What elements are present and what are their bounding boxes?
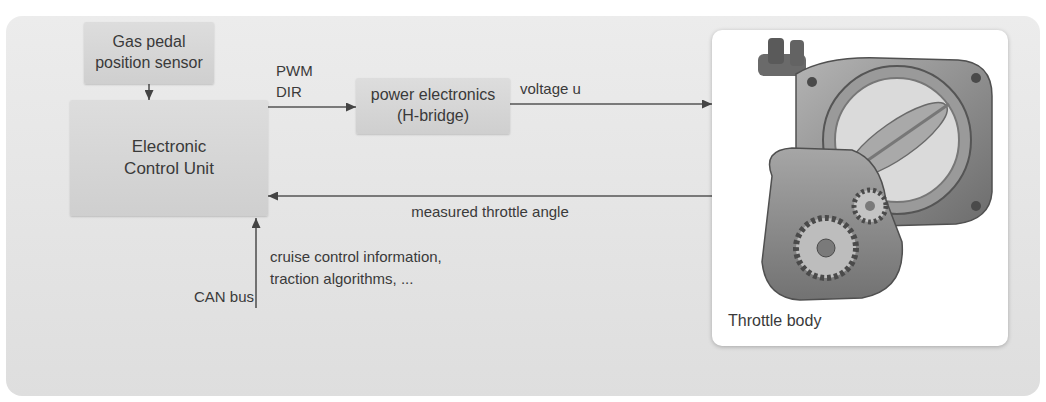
node-text: power electronics (H-bridge) <box>363 85 503 127</box>
throttle-body-panel: Throttle body <box>712 30 1008 346</box>
bus-label: CAN bus <box>194 286 254 308</box>
control-unit-box: Electronic Control Unit <box>70 100 268 216</box>
throttle-body-photo <box>758 38 992 300</box>
signal-label: PWM DIR <box>276 60 313 104</box>
signal-arrow <box>268 106 356 108</box>
bus-arrow <box>255 218 257 308</box>
panel <box>6 16 1040 396</box>
power-electronics-box: power electronics (H-bridge) <box>356 78 510 134</box>
node-text: Throttle body <box>728 311 821 332</box>
node-text: Electronic Control Unit <box>114 136 224 180</box>
signal-label: voltage u <box>520 78 581 100</box>
signal-label: measured throttle angle <box>411 201 569 223</box>
signal-note: cruise control information, traction alg… <box>270 246 480 290</box>
node-text: Gas pedal position sensor <box>91 32 207 74</box>
sensor-box: Gas pedal position sensor <box>84 22 214 84</box>
signal-arrow <box>510 103 712 105</box>
signal-arrow <box>148 84 150 100</box>
signal-arrow <box>268 195 712 197</box>
